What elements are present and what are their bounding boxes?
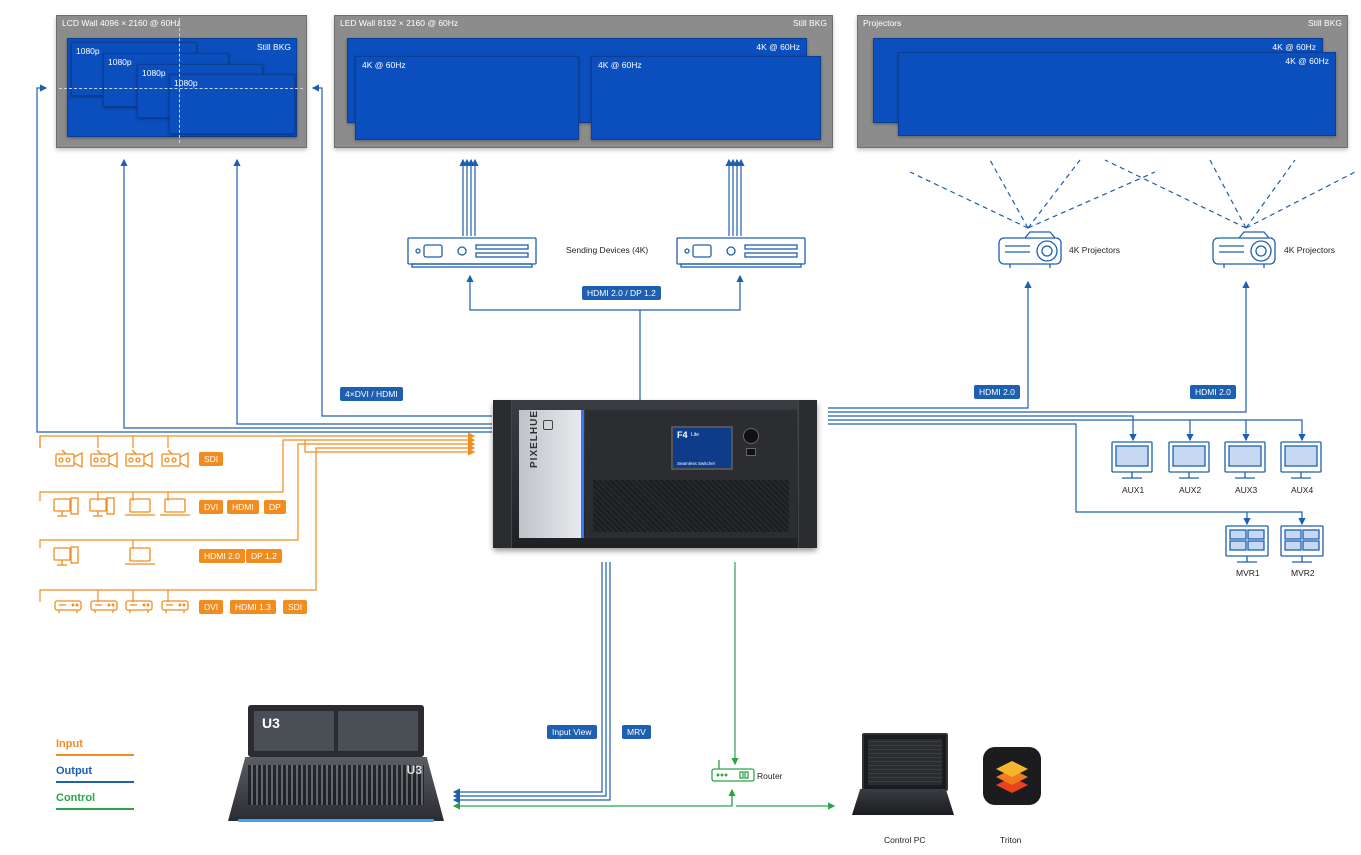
aux3-label: AUX3 <box>1235 485 1258 495</box>
legend-input-line <box>56 754 134 756</box>
console-screen-left: U3 <box>254 711 334 751</box>
input-badge-dp12: DP 1.2 <box>246 549 282 563</box>
line-lcd-left <box>36 84 492 433</box>
badge-dvi-hdmi: 4×DVI / HDMI <box>340 387 403 401</box>
legend-input: Input <box>56 738 83 750</box>
legend-control: Control <box>56 792 96 804</box>
line-lcd-1 <box>120 158 492 429</box>
projector-layer-2: 4K @ 60Hz <box>898 52 1336 136</box>
model-suffix: Lite <box>691 432 700 438</box>
control-pc-label: Control PC <box>884 835 926 845</box>
projector-2-label: 4K Projectors <box>1284 245 1336 255</box>
lcd-crosshair-v <box>179 18 180 143</box>
lcd-wall-title: LCD Wall 4096 × 2160 @ 60Hz <box>62 18 181 28</box>
aux1-label: AUX1 <box>1122 485 1145 495</box>
console-screen-bezel: U3 <box>248 705 424 757</box>
badge-input-view: Input View <box>547 725 597 739</box>
console-title: U3 <box>262 715 280 731</box>
power-icon <box>543 420 553 430</box>
console-glow <box>238 819 434 822</box>
lcd-crosshair-h <box>59 88 303 89</box>
line-lcd-2 <box>233 158 492 425</box>
front-panel-main: F4 Lite Seamless Switcher <box>585 410 797 538</box>
line-projectors <box>828 280 1032 409</box>
projectors-wall-title: Projectors <box>863 18 902 28</box>
input-badge-dvi-2: DVI <box>199 600 224 614</box>
console-deck: U3 <box>228 757 444 821</box>
lcd-wall: LCD Wall 4096 × 2160 @ 60Hz Still BKG 10… <box>56 15 307 148</box>
console-badge: U3 <box>406 763 422 777</box>
front-panel-left: PIXELHUE <box>519 410 584 538</box>
console-buttons <box>248 765 424 805</box>
triton-label: Triton <box>1000 835 1022 845</box>
lcd-layer-4: 1080p <box>169 74 295 134</box>
aux2-label: AUX2 <box>1179 485 1202 495</box>
vent-grille <box>593 480 789 532</box>
triton-app-icon <box>983 747 1041 805</box>
model-label: F4 <box>677 430 688 440</box>
sending-devices-label: Sending Devices (4K) <box>566 245 649 255</box>
badge-hdmi20-dp12: HDMI 2.0 / DP 1.2 <box>582 286 661 300</box>
led-layer-2: 4K @ 60Hz <box>591 56 821 140</box>
console-screen-right <box>338 711 418 751</box>
u3-event-controller: U3 U3 <box>228 705 444 825</box>
line-sending <box>466 274 641 400</box>
lcd-wall-bkg-label: Still BKG <box>256 42 291 52</box>
laptop-screen <box>862 733 948 791</box>
badge-hdmi20-b: HDMI 2.0 <box>1190 385 1236 399</box>
badge-hdmi20-a: HDMI 2.0 <box>974 385 1020 399</box>
led-wall-title: LED Wall 8192 × 2160 @ 60Hz <box>340 18 459 28</box>
input-badge-dvi: DVI <box>199 500 224 514</box>
led-layer-1: 4K @ 60Hz <box>355 56 579 140</box>
projectors-wall: Projectors Still BKG 4K @ 60Hz 4K @ 60Hz <box>857 15 1348 148</box>
rack-ear-right <box>798 400 817 548</box>
input-badge-hdmi13: HDMI 1.3 <box>230 600 276 614</box>
rack-ear-left <box>493 400 512 548</box>
led-wall: LED Wall 8192 × 2160 @ 60Hz Still BKG 4K… <box>334 15 833 148</box>
lcd-display: F4 Lite Seamless Switcher <box>671 426 733 470</box>
aux4-label: AUX4 <box>1291 485 1314 495</box>
input-badge-sdi-2: SDI <box>283 600 308 614</box>
brand-logo: PIXELHUE <box>529 409 540 468</box>
router-label: Router <box>757 771 783 781</box>
projectors-wall-bkg-label: Still BKG <box>1307 18 1342 28</box>
menu-button <box>746 448 756 456</box>
input-badge-hdmi: HDMI <box>227 500 259 514</box>
laptop-keyboard <box>852 789 954 815</box>
legend-control-line <box>56 808 134 810</box>
input-badge-sdi: SDI <box>199 452 224 466</box>
projector-1-label: 4K Projectors <box>1069 245 1121 255</box>
mvr2-label: MVR2 <box>1291 568 1315 578</box>
legend-output: Output <box>56 765 93 777</box>
input-badge-dp: DP <box>264 500 286 514</box>
input-badge-hdmi20: HDMI 2.0 <box>199 549 245 563</box>
mvr1-label: MVR1 <box>1236 568 1260 578</box>
line-lcd-right <box>311 84 492 417</box>
led-wall-bkg-label: Still BKG <box>792 18 827 28</box>
control-pc-laptop <box>852 733 954 821</box>
device-subtitle: Seamless Switcher <box>677 461 716 466</box>
legend-output-line <box>56 781 134 783</box>
control-knob <box>743 428 759 444</box>
pixelhue-f4-switcher: PIXELHUE F4 Lite Seamless Switcher <box>493 400 817 548</box>
line-console <box>452 562 603 796</box>
badge-mrv: MRV <box>622 725 651 739</box>
